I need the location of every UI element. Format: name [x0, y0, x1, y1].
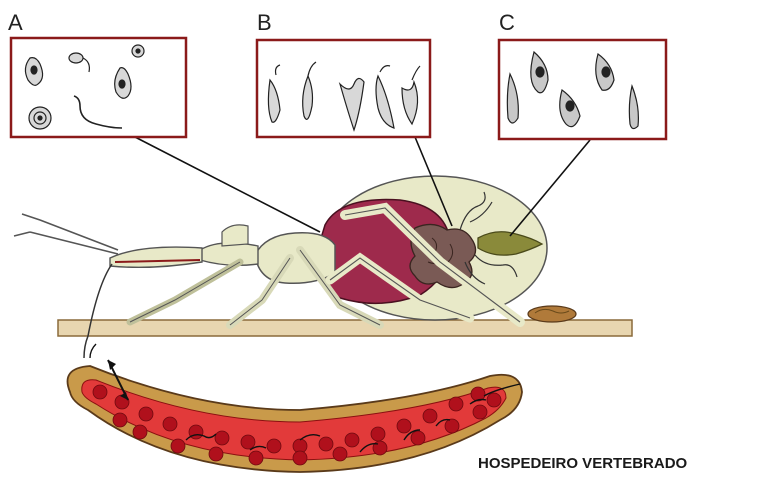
red-blood-cell — [249, 451, 263, 465]
insect-proboscis — [84, 264, 112, 358]
red-blood-cell — [473, 405, 487, 419]
insect-antenna — [14, 214, 118, 254]
red-blood-cell — [139, 407, 153, 421]
red-blood-cell — [241, 435, 255, 449]
red-blood-cell — [487, 393, 501, 407]
insect-leg — [130, 262, 240, 322]
red-blood-cell — [113, 413, 127, 427]
red-blood-cell — [423, 409, 437, 423]
panel-label-b: B — [257, 12, 272, 34]
red-blood-cell — [333, 447, 347, 461]
pointer-line-c — [510, 140, 590, 236]
red-blood-cell — [163, 417, 177, 431]
red-blood-cell — [133, 425, 147, 439]
vertebrate-host-caption: HOSPEDEIRO VERTEBRADO — [478, 455, 687, 472]
red-blood-cell — [267, 439, 281, 453]
red-blood-cell — [209, 447, 223, 461]
feces-droplet — [528, 306, 576, 322]
red-blood-cell — [215, 431, 229, 445]
red-blood-cell — [171, 439, 185, 453]
red-blood-cell — [293, 451, 307, 465]
red-blood-cell — [449, 397, 463, 411]
red-blood-cell — [371, 427, 385, 441]
red-blood-cell — [397, 419, 411, 433]
ground-surface — [58, 320, 632, 336]
pointer-line-a — [135, 137, 320, 232]
red-blood-cell — [93, 385, 107, 399]
panel-label-c: C — [499, 12, 515, 34]
panel-label-a: A — [8, 12, 23, 34]
panel-c-frame — [499, 40, 666, 139]
red-blood-cell — [319, 437, 333, 451]
red-blood-cell — [411, 431, 425, 445]
panel-a-frame — [11, 38, 186, 137]
panel-b-frame — [257, 40, 430, 137]
red-blood-cell — [445, 419, 459, 433]
insect-head — [110, 247, 202, 267]
red-blood-cell — [345, 433, 359, 447]
